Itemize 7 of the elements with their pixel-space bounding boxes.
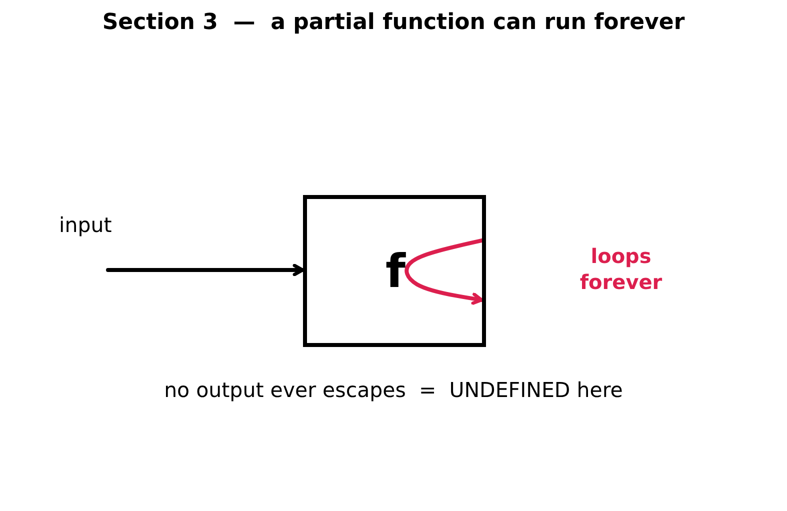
function-label: f [385,248,406,294]
loop-note: loops forever [578,243,664,295]
input-label: input [59,212,113,239]
title: Section 3 — a partial function can run forever [101,10,686,36]
caption: no output ever escapes = UNDEFINED here [163,378,624,403]
arrow [106,264,305,276]
function-box [303,195,486,347]
